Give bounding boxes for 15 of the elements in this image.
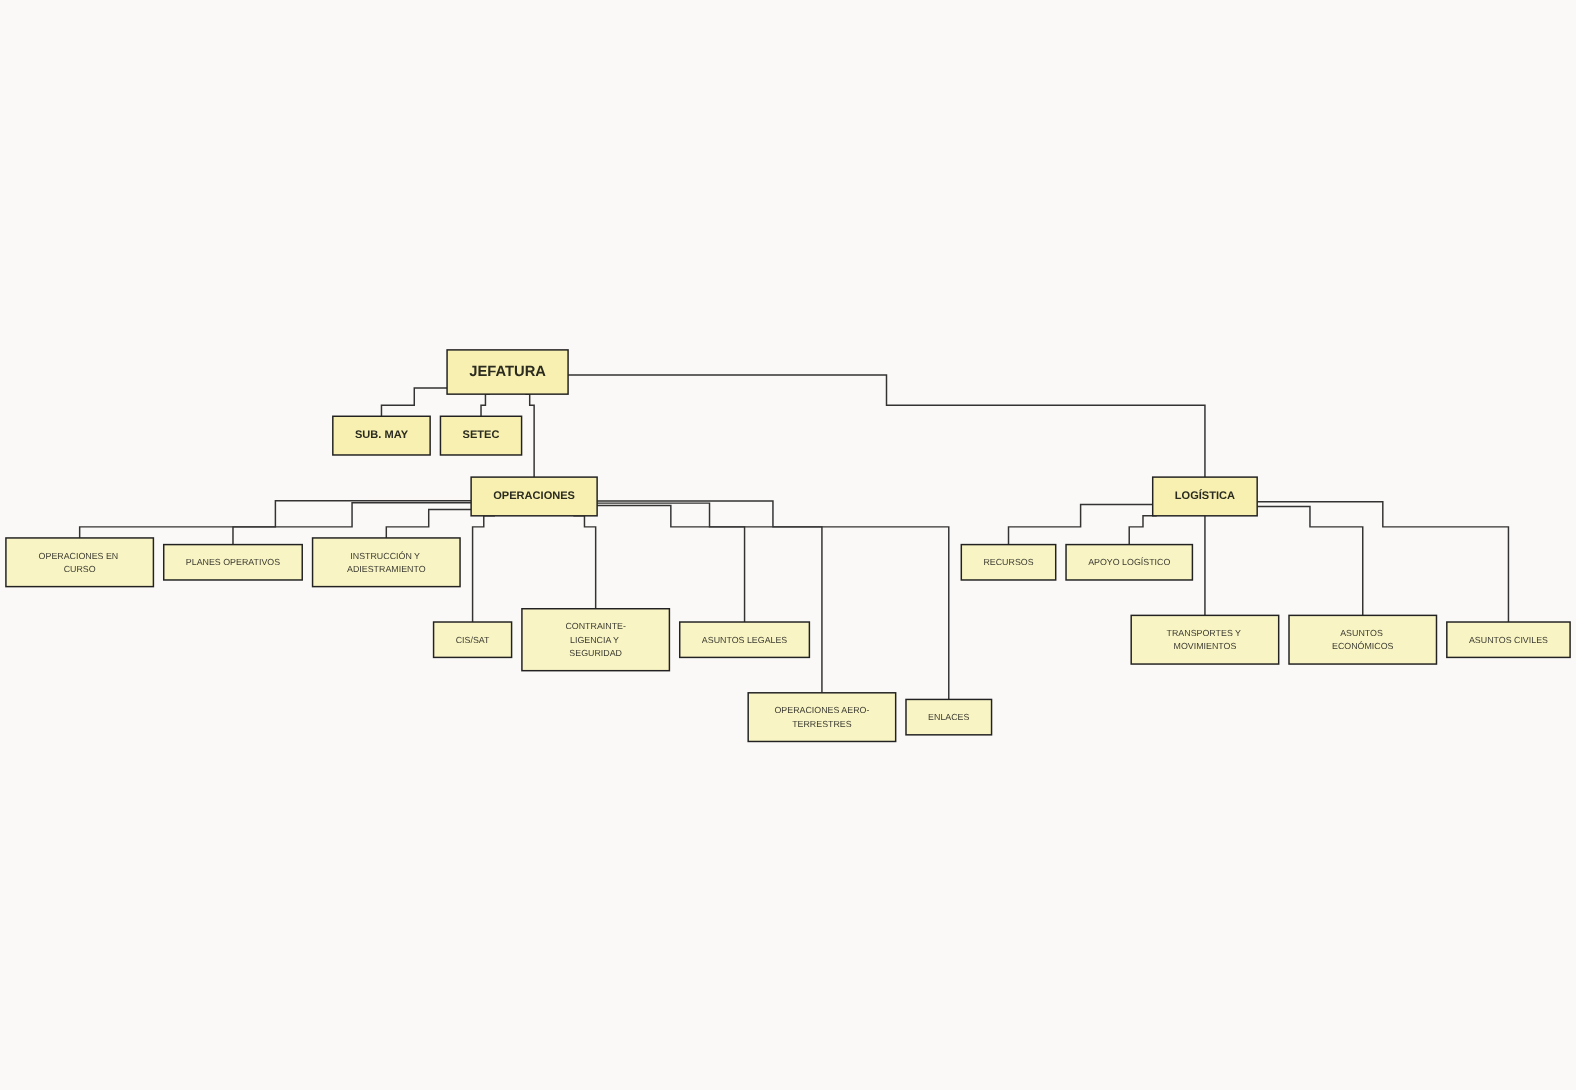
connector (380, 386, 448, 417)
connector (1007, 503, 1154, 545)
connector (1128, 514, 1158, 545)
connector (524, 392, 535, 478)
connector (596, 501, 823, 693)
connector (232, 501, 472, 545)
connector (596, 504, 746, 623)
connector (567, 373, 1206, 478)
connector (1256, 505, 1364, 616)
connector (1204, 514, 1206, 616)
connector (1256, 500, 1510, 623)
connector (596, 499, 950, 700)
connector (78, 499, 472, 538)
connector (385, 508, 472, 538)
connector (480, 392, 491, 417)
